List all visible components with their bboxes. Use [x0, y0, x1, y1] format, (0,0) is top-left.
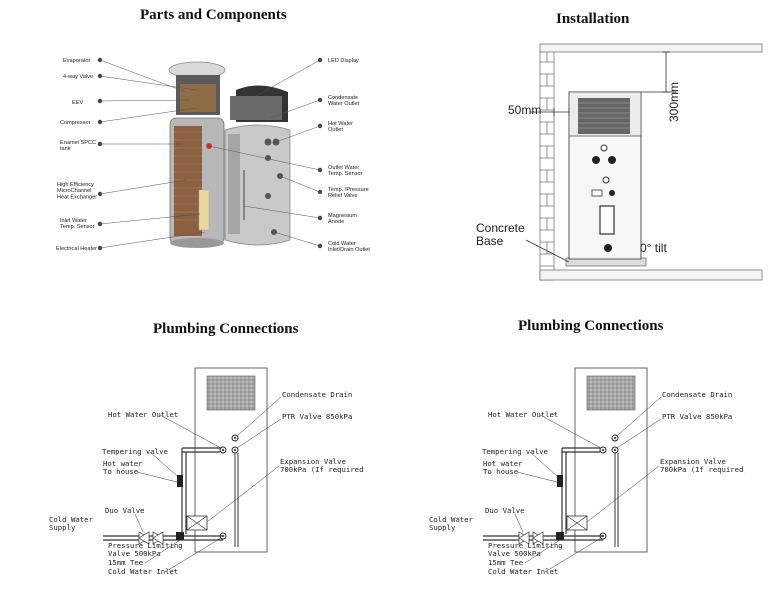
condensate-port — [611, 434, 619, 442]
heat-pump-unit — [568, 91, 642, 260]
label-ptr-valve: PTR Valve 850kPa — [282, 412, 352, 421]
parts-diagram: Evaporator 4-way Valve EEV Compressor En… — [0, 0, 390, 290]
label-4way-valve: 4-way Valve — [63, 74, 93, 80]
label-tempering-valve: Tempering valve — [482, 447, 548, 456]
label-hot-water-outlet: Hot Water Outlet — [488, 410, 558, 419]
label-15mm-tee: 15mm Tee — [488, 558, 523, 567]
hot-outlet-port — [599, 446, 607, 454]
label-duo-valve: Duo Valve — [105, 506, 145, 515]
label-condensate-drain: Condensate Drain — [662, 390, 732, 399]
label-tempering-valve: Tempering valve — [102, 447, 168, 456]
tank-vent-grille — [586, 375, 636, 411]
top-gap-label: 300mm — [667, 82, 681, 122]
side-gap-dimension — [530, 108, 570, 116]
tempering-valve — [557, 475, 563, 487]
label-cold-water-inlet: Cold Water Inlet — [488, 567, 558, 576]
label-led-display: LED Display — [328, 58, 359, 64]
label-eev: EEV — [72, 100, 83, 106]
brick-wall — [539, 43, 763, 281]
label-hot-water-outlet: Hot Water Outlet — [108, 410, 178, 419]
parts-title: Parts and Components — [140, 7, 287, 23]
tilt-label: 0° tilt — [640, 241, 667, 255]
label-ptr-valve: PTR Valve 850kPa — [662, 412, 732, 421]
label-15mm-tee: 15mm Tee — [108, 558, 143, 567]
label-compressor: Compressor — [60, 120, 91, 126]
tee-fitting — [176, 532, 184, 540]
label-duo-valve: Duo Valve — [485, 506, 525, 515]
tee-fitting — [556, 532, 564, 540]
tank-illustration — [168, 61, 291, 248]
top-gap-dimension — [641, 51, 676, 93]
plumbing-title-right: Plumbing Connections — [518, 318, 664, 334]
label-electrical-heater: Electrical Heater — [56, 246, 97, 252]
tempering-valve — [177, 475, 183, 487]
installation-title: Installation — [556, 11, 630, 27]
tank-vent-grille — [206, 375, 256, 411]
label-cold-water-inlet: Cold Water Inlet — [108, 567, 178, 576]
left-labels: Evaporator 4-way Valve EEV Compressor En… — [56, 57, 206, 252]
side-gap-label: 50mm — [508, 103, 541, 117]
label-evaporator: Evaporator — [63, 58, 90, 64]
label-condensate-drain: Condensate Drain — [282, 390, 352, 399]
hot-outlet-port — [219, 446, 227, 454]
plumbing-title-left: Plumbing Connections — [153, 321, 299, 337]
condensate-port — [231, 434, 239, 442]
